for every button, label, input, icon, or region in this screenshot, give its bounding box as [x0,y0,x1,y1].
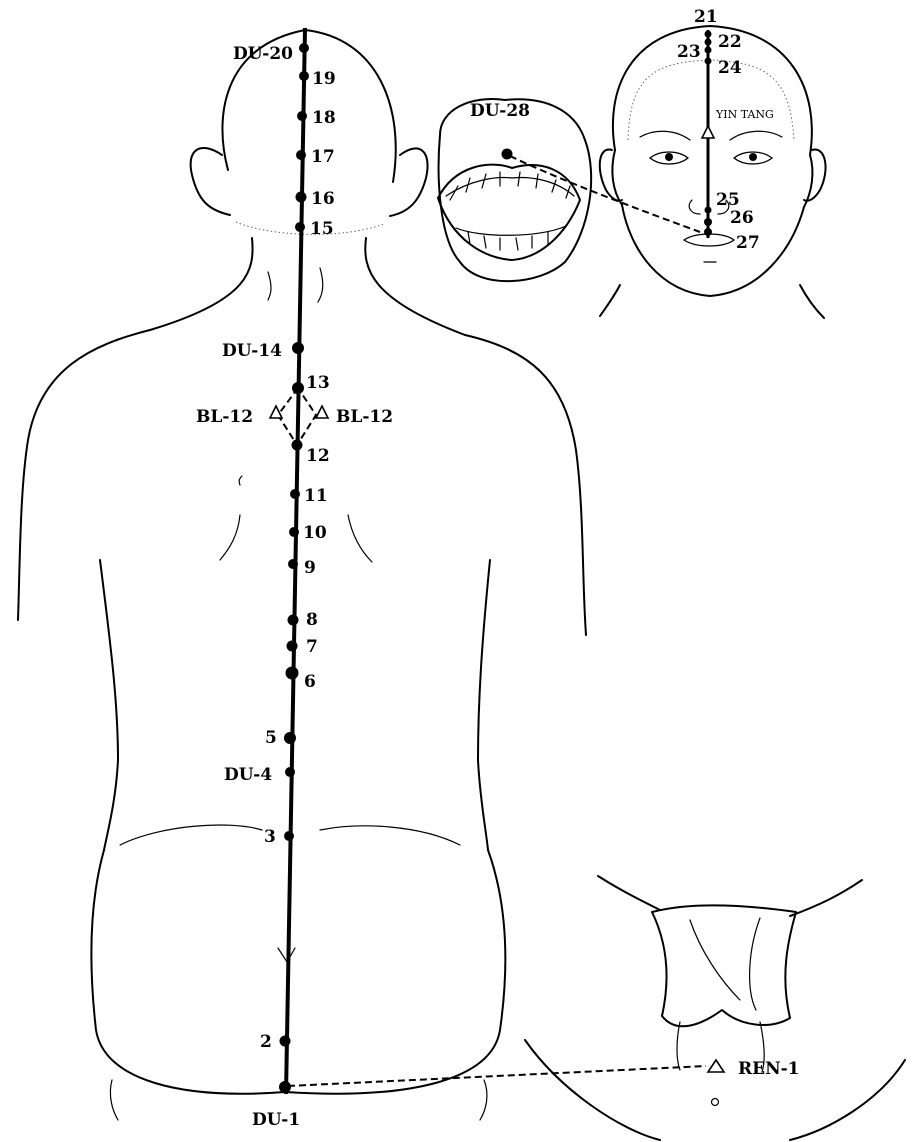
point-16 [296,192,307,203]
point-du4 [285,767,295,777]
point-du14 [292,342,304,354]
point-9 [288,559,298,569]
yin-tang-marker [702,126,714,138]
label-8: 8 [306,610,318,630]
ren1-marker [708,1060,724,1072]
du1-ren1-connector [288,1066,706,1086]
point-25 [705,207,712,214]
label-bl12-left: BL-12 [196,407,253,427]
label-3: 3 [264,827,276,847]
point-du20 [299,43,309,53]
label-9: 9 [304,558,316,578]
label-du14: DU-14 [222,341,282,361]
label-18: 18 [312,108,336,128]
point-24 [705,58,712,65]
label-6: 6 [304,672,316,692]
point-8 [288,615,299,626]
du28-connector [510,156,700,232]
point-3 [284,831,294,841]
point-12 [292,440,303,451]
label-5: 5 [265,728,277,748]
point-19 [299,71,309,81]
point-27 [704,228,712,236]
label-du28: DU-28 [470,101,530,121]
point-21 [705,31,712,38]
point-du28 [502,149,513,160]
point-7 [287,641,298,652]
label-yin-tang: YIN TANG [715,108,774,121]
label-du4: DU-4 [224,765,272,785]
point-26 [704,218,712,226]
point-2 [280,1036,291,1047]
label-16: 16 [311,189,335,209]
point-18 [297,111,307,121]
label-26: 26 [730,208,754,228]
point-15 [295,222,305,232]
label-17: 17 [311,147,335,167]
label-27: 27 [736,233,760,253]
label-19: 19 [312,69,336,89]
point-10 [289,527,299,537]
face-inset [600,26,826,318]
face-point-labels: 21 22 23 24 25 26 27 YIN TANG [677,7,774,253]
label-25: 25 [716,190,740,210]
mouth-inset: DU-28 [438,99,591,281]
label-7: 7 [306,637,318,657]
point-13 [292,382,304,394]
label-11: 11 [304,486,328,506]
label-21: 21 [694,7,718,27]
label-2: 2 [260,1032,272,1052]
point-17 [296,150,306,160]
point-6 [286,667,299,680]
label-12: 12 [306,446,330,466]
label-du1: DU-1 [252,1110,300,1130]
point-11 [290,489,300,499]
point-22 [705,39,712,46]
label-10: 10 [303,523,327,543]
label-13: 13 [306,373,330,393]
bl12-left-marker [270,406,282,418]
bl12-right-marker [316,406,328,418]
label-24: 24 [718,58,742,78]
perineum-inset [525,876,905,1140]
label-15: 15 [310,219,334,239]
anus-mark [712,1099,719,1106]
point-du1 [279,1081,291,1093]
label-23: 23 [677,42,701,62]
label-ren1: REN-1 [738,1059,800,1079]
point-23 [705,47,712,54]
point-5 [284,732,296,744]
label-du20: DU-20 [233,44,293,64]
label-22: 22 [718,32,742,52]
label-bl12-right: BL-12 [336,407,393,427]
